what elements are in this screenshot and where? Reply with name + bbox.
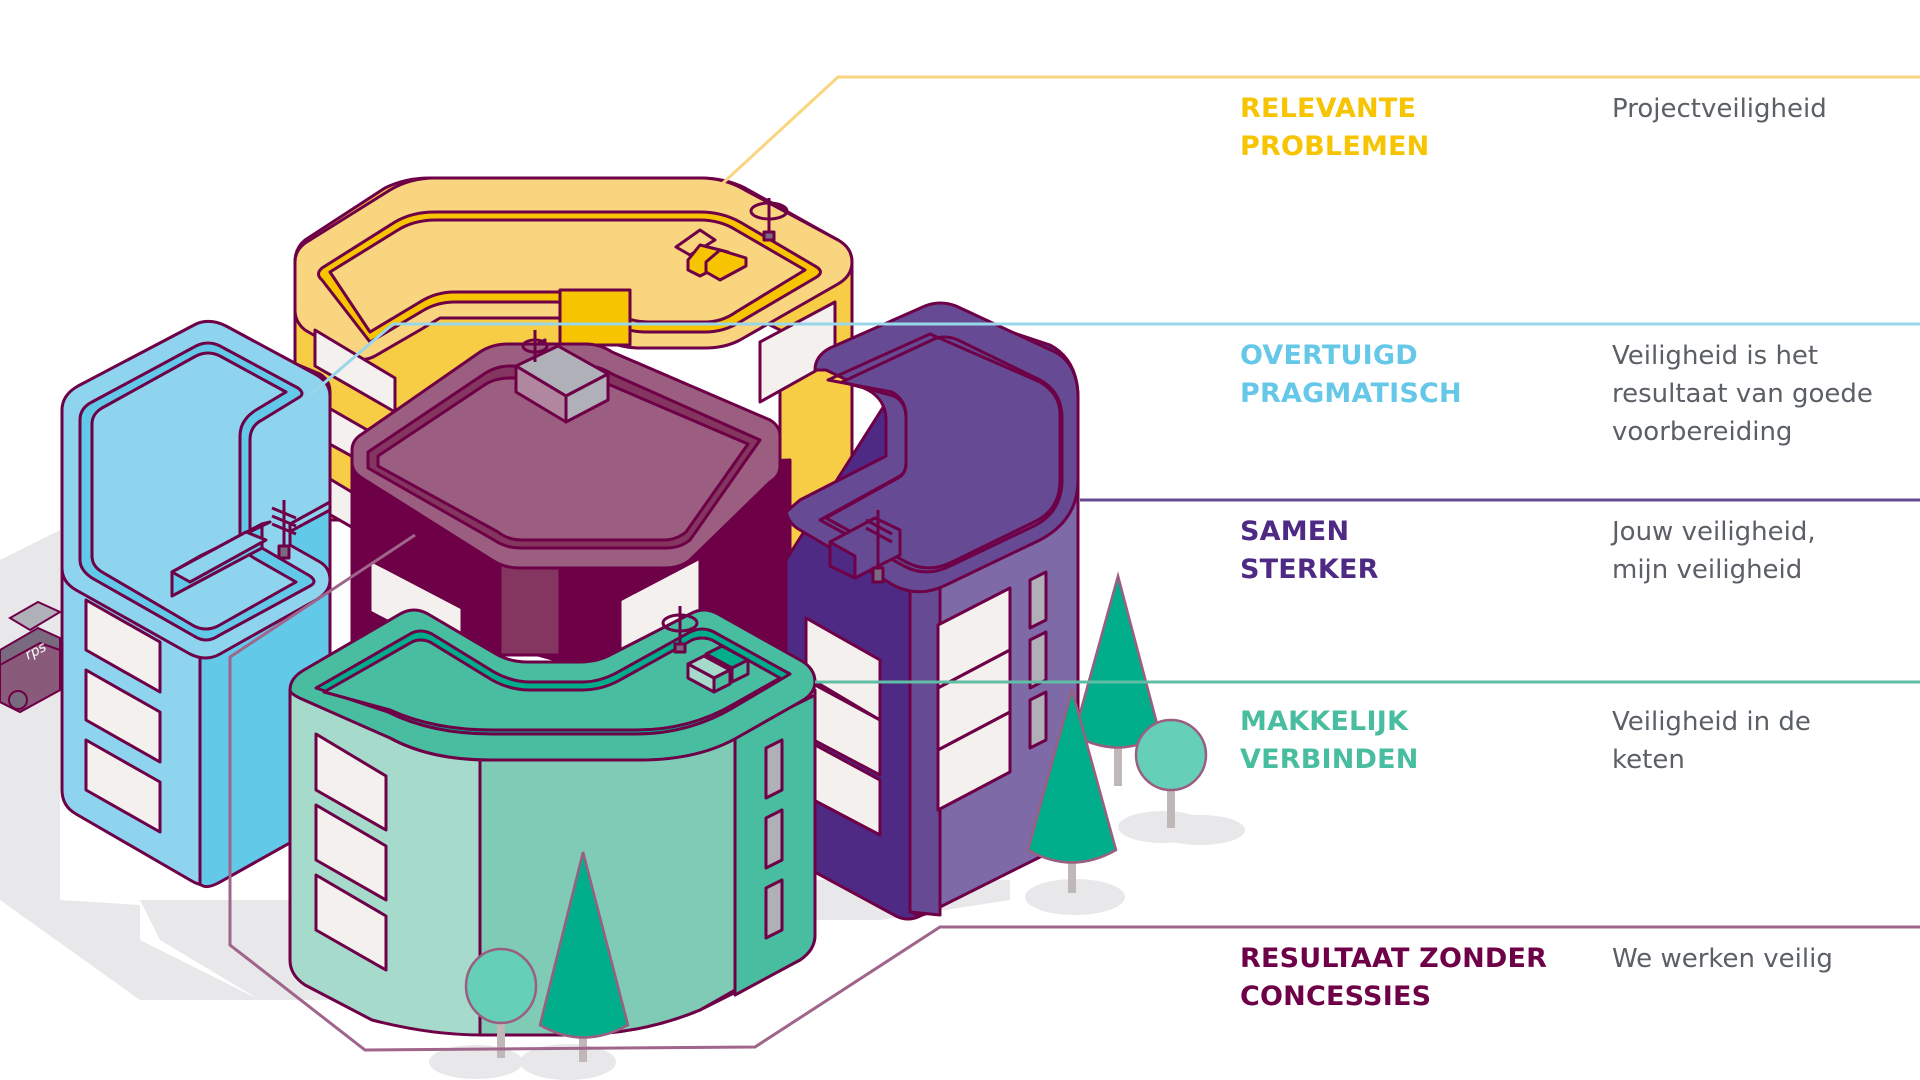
heading-line: SAMEN xyxy=(1240,516,1350,547)
legend-heading: RELEVANTE PROBLEMEN xyxy=(1240,90,1570,166)
heading-line: PROBLEMEN xyxy=(1240,131,1430,162)
connector-lines xyxy=(228,75,1920,1052)
round-tree xyxy=(1134,718,1208,792)
description-line: keten xyxy=(1612,745,1685,775)
description-line: mijn veiligheid xyxy=(1612,555,1803,585)
description-line: resultaat van goede xyxy=(1612,379,1873,409)
cone-tree xyxy=(1072,571,1162,749)
legend-heading: MAKKELIJK VERBINDEN xyxy=(1240,703,1570,779)
description-line: voorbereiding xyxy=(1612,417,1793,447)
heading-line: MAKKELIJK xyxy=(1240,706,1409,737)
round-tree xyxy=(464,947,538,1025)
connector-line-yellow xyxy=(721,75,1920,185)
legend-description: Veiligheid in de keten xyxy=(1612,703,1912,779)
description-line: Veiligheid is het xyxy=(1612,341,1819,371)
description-line: Jouw veiligheid, xyxy=(1612,517,1816,547)
legend-heading: RESULTAAT ZONDER CONCESSIES xyxy=(1240,940,1570,1016)
cone-tree xyxy=(538,851,630,1039)
heading-line: VERBINDEN xyxy=(1240,744,1419,775)
connector-line-maroon xyxy=(228,533,1920,1052)
legend-heading: SAMEN STERKER xyxy=(1240,513,1570,589)
legend-heading: OVERTUIGD PRAGMATISCH xyxy=(1240,337,1570,413)
building-green xyxy=(288,606,817,1037)
description-line: Veiligheid in de xyxy=(1612,707,1811,737)
cone-tree xyxy=(1026,685,1118,864)
building-blue xyxy=(60,319,332,889)
description-line: We werken veilig xyxy=(1612,944,1833,974)
legend-description: Veiligheid is het resultaat van goede vo… xyxy=(1612,337,1912,451)
trees xyxy=(464,571,1208,1062)
delivery-truck: rps xyxy=(0,600,63,714)
heading-line: RESULTAAT ZONDER xyxy=(1240,943,1548,974)
legend-description: Projectveiligheid xyxy=(1612,90,1912,128)
connector-line-blue xyxy=(309,322,1920,397)
heading-line: STERKER xyxy=(1240,554,1379,585)
legend-description: We werken veilig xyxy=(1612,940,1912,978)
description-line: Projectveiligheid xyxy=(1612,94,1827,124)
legend-description: Jouw veiligheid, mijn veiligheid xyxy=(1612,513,1912,589)
heading-line: RELEVANTE xyxy=(1240,93,1417,124)
heading-line: PRAGMATISCH xyxy=(1240,378,1462,409)
heading-line: OVERTUIGD xyxy=(1240,340,1418,371)
heading-line: CONCESSIES xyxy=(1240,981,1432,1012)
